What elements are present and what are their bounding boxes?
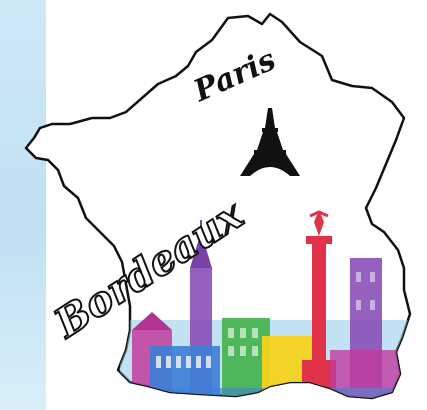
bordeaux-skyline: [120, 210, 410, 398]
side-stripe: [0, 0, 46, 410]
eiffel-tower-icon: [240, 108, 300, 176]
